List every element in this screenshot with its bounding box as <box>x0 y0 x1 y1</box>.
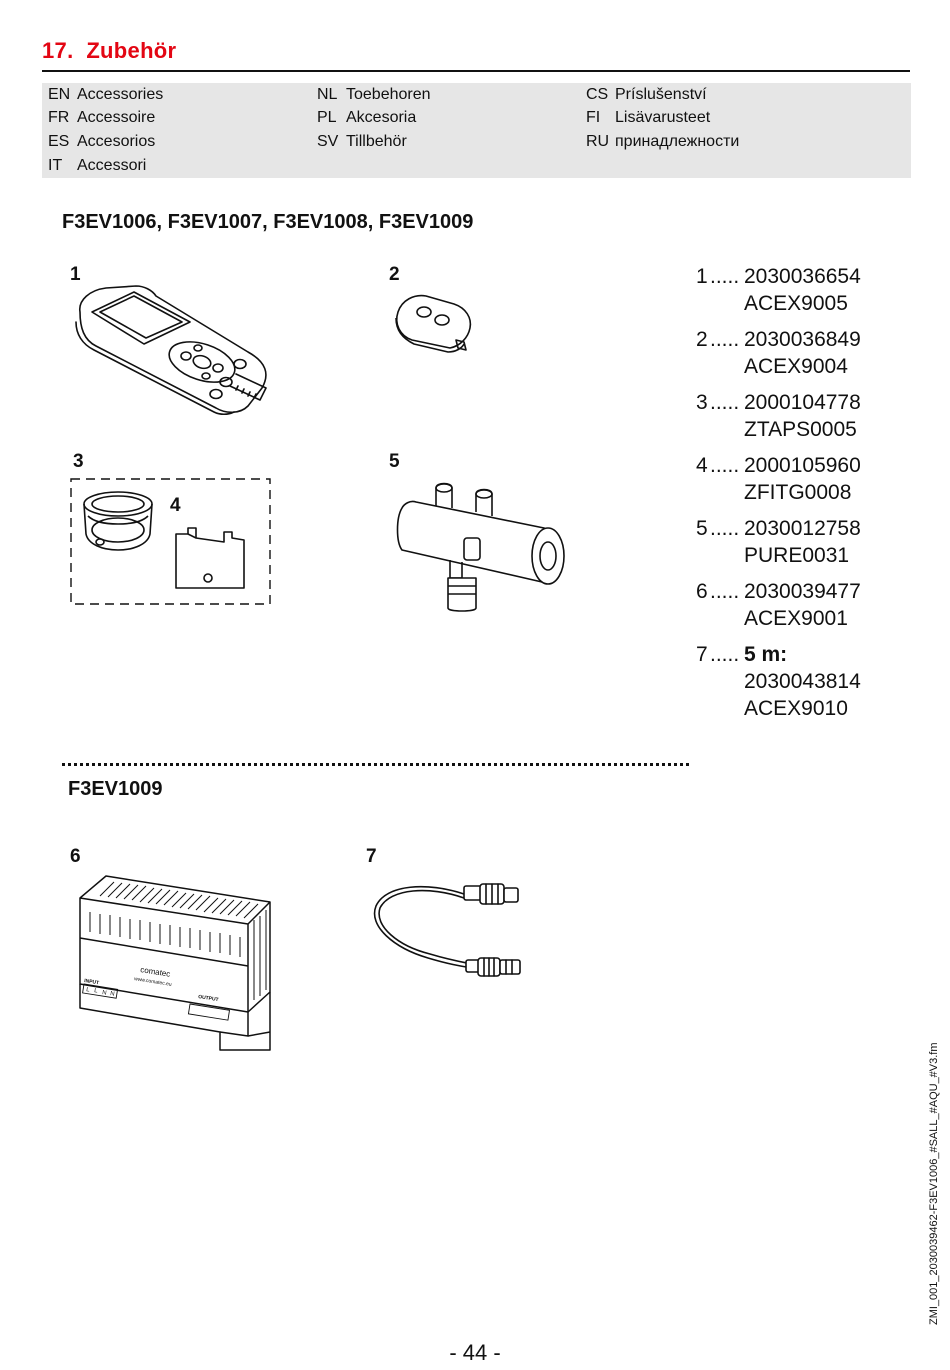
psu-input-text: INPUT <box>84 978 100 986</box>
cable-illustration <box>368 878 528 988</box>
mounting-plate-illustration <box>174 524 246 590</box>
figure-number-1: 1 <box>70 264 81 285</box>
psu-url-text: www.comatec.eu <box>134 976 172 988</box>
file-reference: ZMI_001_2030039462-F3EV1006_#SALL_#AQU_#… <box>928 1042 940 1325</box>
psu-output-text: OUTPUT <box>198 994 219 1003</box>
psu-terminal-n2: N <box>110 991 115 998</box>
figure-number-6: 6 <box>70 846 81 867</box>
figure-number-2: 2 <box>389 264 400 285</box>
psu-terminal-l2: L <box>94 988 99 995</box>
figure-number-4: 4 <box>170 495 181 516</box>
section-title-text: Zubehör <box>86 38 177 63</box>
power-supply-illustration: comatec www.comatec.eu OUTPUT INPUT L L … <box>70 872 274 1052</box>
handheld-remote-illustration <box>70 282 276 414</box>
page-number: - 44 - <box>449 1340 501 1365</box>
psu-terminal-n1: N <box>102 990 107 997</box>
key-fob-remote-illustration <box>392 290 474 356</box>
figure-number-7: 7 <box>366 846 377 867</box>
dashed-group-frame <box>70 478 272 606</box>
ring-part-illustration <box>80 488 156 554</box>
models-heading: F3EV1006, F3EV1007, F3EV1008, F3EV1009 <box>62 211 474 233</box>
cable-length: 5 m: <box>744 643 788 666</box>
psu-terminal-l1: L <box>86 987 91 994</box>
figure-number-3: 3 <box>73 451 84 472</box>
figure-number-5: 5 <box>389 451 400 472</box>
section-title: 17. Zubehör <box>42 38 176 64</box>
dotted-separator <box>62 763 689 766</box>
valve-body-illustration <box>392 478 572 614</box>
model-heading-f3ev1009: F3EV1009 <box>68 778 163 800</box>
section-number: 17. <box>42 38 74 63</box>
title-divider <box>42 70 910 72</box>
